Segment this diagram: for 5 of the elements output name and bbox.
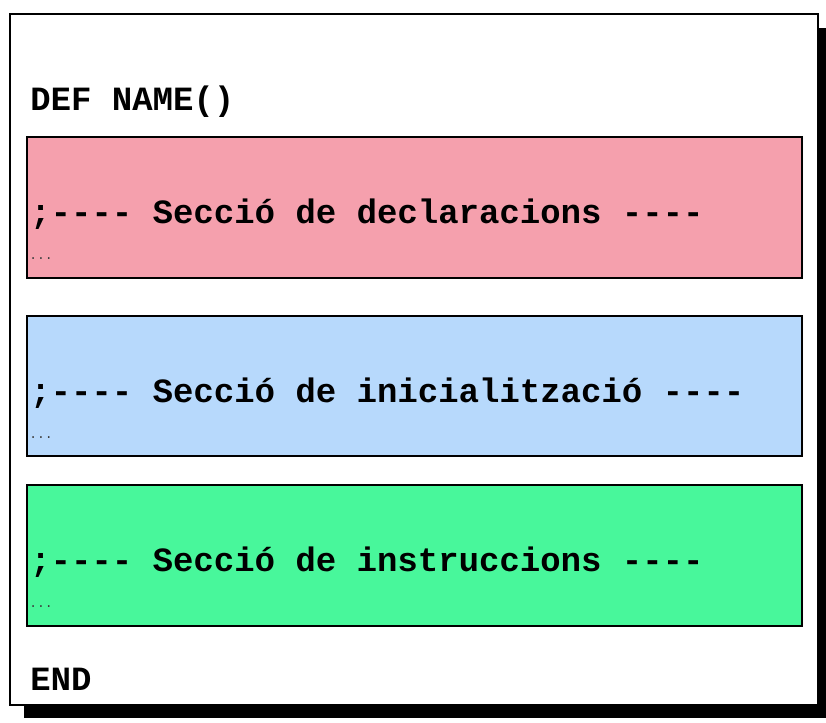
section-box: ;---- Secció de inicialització ---- ... [26,315,804,457]
code-line: DEF NAME() [32,85,228,118]
section-box: ;---- Secció de instruccions ---- ... [26,484,804,627]
section-box: ;---- Secció de declaracions ---- ... [26,136,804,279]
code-line: END [32,668,90,690]
